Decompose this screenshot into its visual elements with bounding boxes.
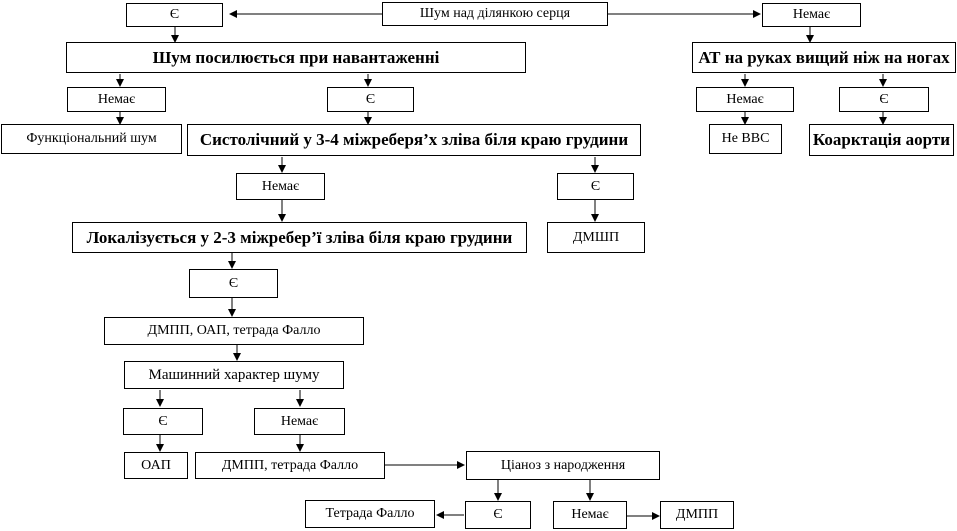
node-localized-yes: Є bbox=[189, 269, 278, 298]
node-asd: ДМПП bbox=[660, 501, 734, 529]
node-systolic-no: Немає bbox=[236, 173, 325, 200]
node-load-no: Немає bbox=[67, 87, 166, 112]
node-machine-yes: Є bbox=[123, 408, 203, 435]
node-tetralogy: Тетрада Фалло bbox=[305, 500, 435, 528]
node-bp-arms-higher: АТ на руках вищий ніж на ногах bbox=[692, 42, 956, 73]
node-systolic-yes: Є bbox=[557, 173, 634, 200]
node-machine-no: Немає bbox=[254, 408, 345, 435]
node-asd-pda-tof: ДМПП, ОАП, тетрада Фалло bbox=[104, 317, 364, 345]
node-cyanosis: Ціаноз з народження bbox=[466, 451, 660, 480]
node-no-chd: Не ВВС bbox=[709, 124, 782, 154]
node-asd-tof: ДМПП, тетрада Фалло bbox=[195, 452, 385, 479]
node-bp-no: Немає bbox=[696, 87, 794, 112]
node-load-yes: Є bbox=[327, 87, 414, 112]
node-bp-yes: Є bbox=[839, 87, 929, 112]
node-systolic-3-4: Систолічний у 3-4 міжреберя’х зліва біля… bbox=[187, 124, 641, 156]
node-machine-murmur: Машинний характер шуму bbox=[124, 361, 344, 389]
node-root-yes: Є bbox=[126, 3, 223, 27]
node-root-no: Немає bbox=[762, 3, 861, 27]
node-coarctation: Коарктація аорти bbox=[809, 124, 954, 156]
node-root-question: Шум над ділянкою серця bbox=[382, 2, 608, 26]
node-cyanosis-yes: Є bbox=[465, 501, 531, 529]
node-pda: ОАП bbox=[124, 452, 188, 479]
node-cyanosis-no: Немає bbox=[553, 501, 627, 529]
node-localized-2-3: Локалізується у 2-3 міжребер’ї зліва біл… bbox=[72, 222, 527, 253]
node-vsd-1: ДМШП bbox=[547, 222, 645, 253]
node-functional-murmur: Функціональний шум bbox=[1, 124, 182, 154]
node-murmur-on-load: Шум посилюється при навантаженні bbox=[66, 42, 526, 73]
